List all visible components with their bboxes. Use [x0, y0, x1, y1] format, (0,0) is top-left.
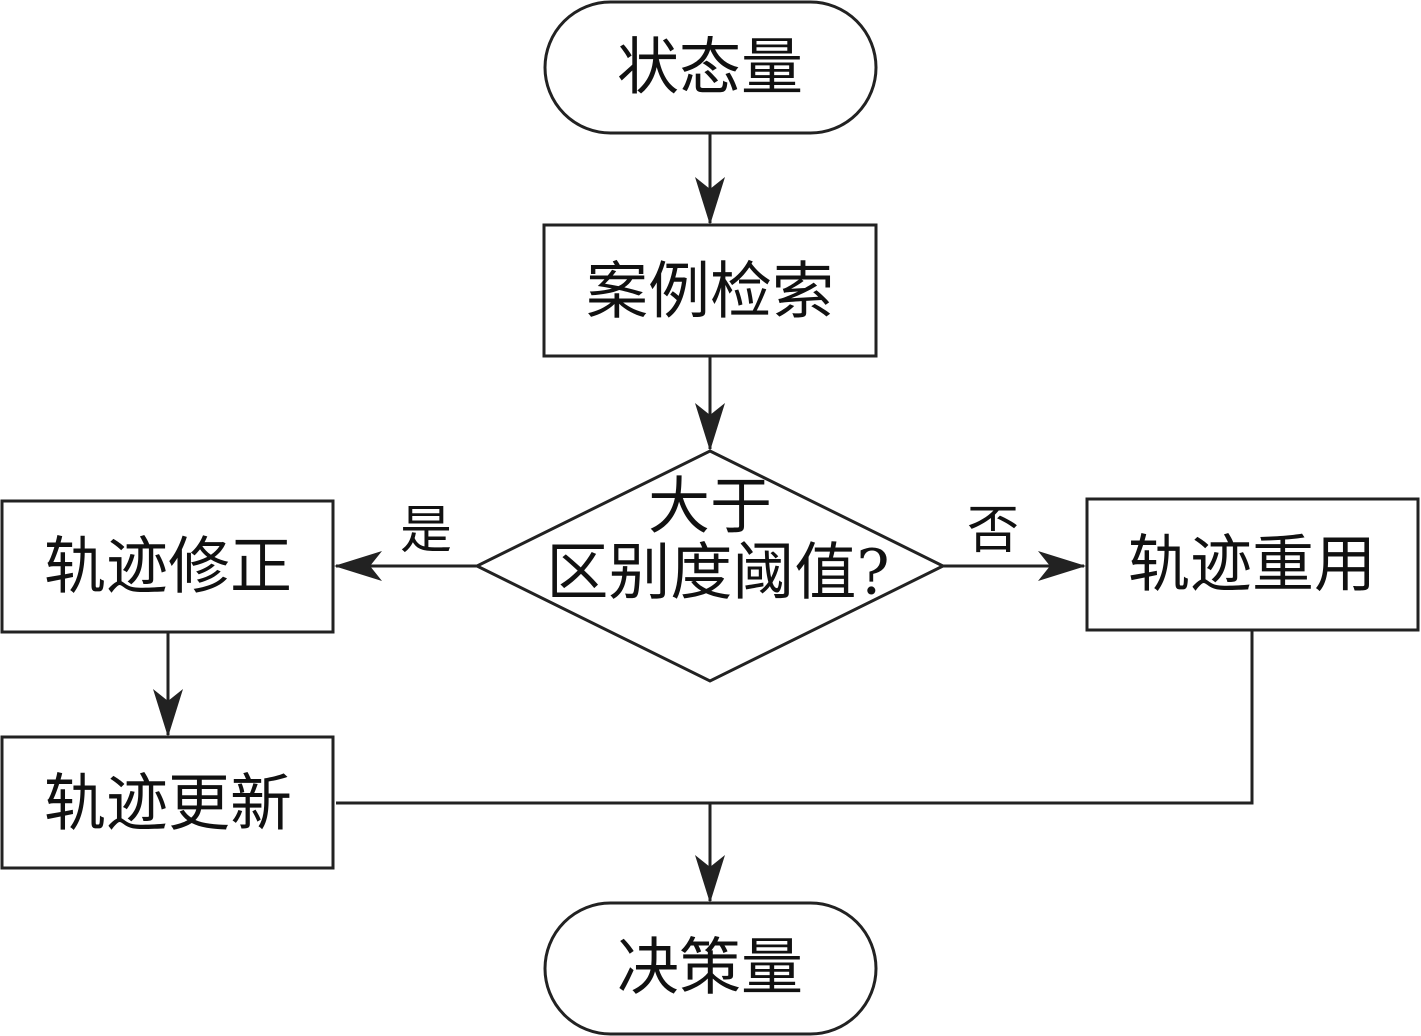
- node-decision-line2: 区别度阈值?: [546, 536, 889, 609]
- node-start-label: 状态量: [617, 31, 803, 104]
- node-correct-label: 轨迹修正: [44, 530, 292, 603]
- edge-label-no: 否: [967, 501, 1019, 561]
- edge-reuse-to-merge: [336, 630, 1254, 805]
- node-end-label: 决策量: [617, 931, 803, 1004]
- node-end: 决策量: [543, 901, 878, 1036]
- node-update-label: 轨迹更新: [44, 767, 292, 840]
- node-retrieve: 案例检索: [542, 223, 878, 358]
- node-correct: 轨迹修正: [0, 499, 335, 634]
- node-retrieve-label: 案例检索: [586, 255, 834, 328]
- node-reuse: 轨迹重用: [1085, 497, 1420, 632]
- node-decision-line1: 大于: [648, 470, 772, 543]
- node-update: 轨迹更新: [0, 735, 335, 870]
- node-reuse-label: 轨迹重用: [1128, 528, 1376, 601]
- node-decision: 大于 区别度阈值?: [473, 449, 947, 683]
- edge-label-yes: 是: [400, 501, 452, 561]
- node-start: 状态量: [543, 0, 878, 135]
